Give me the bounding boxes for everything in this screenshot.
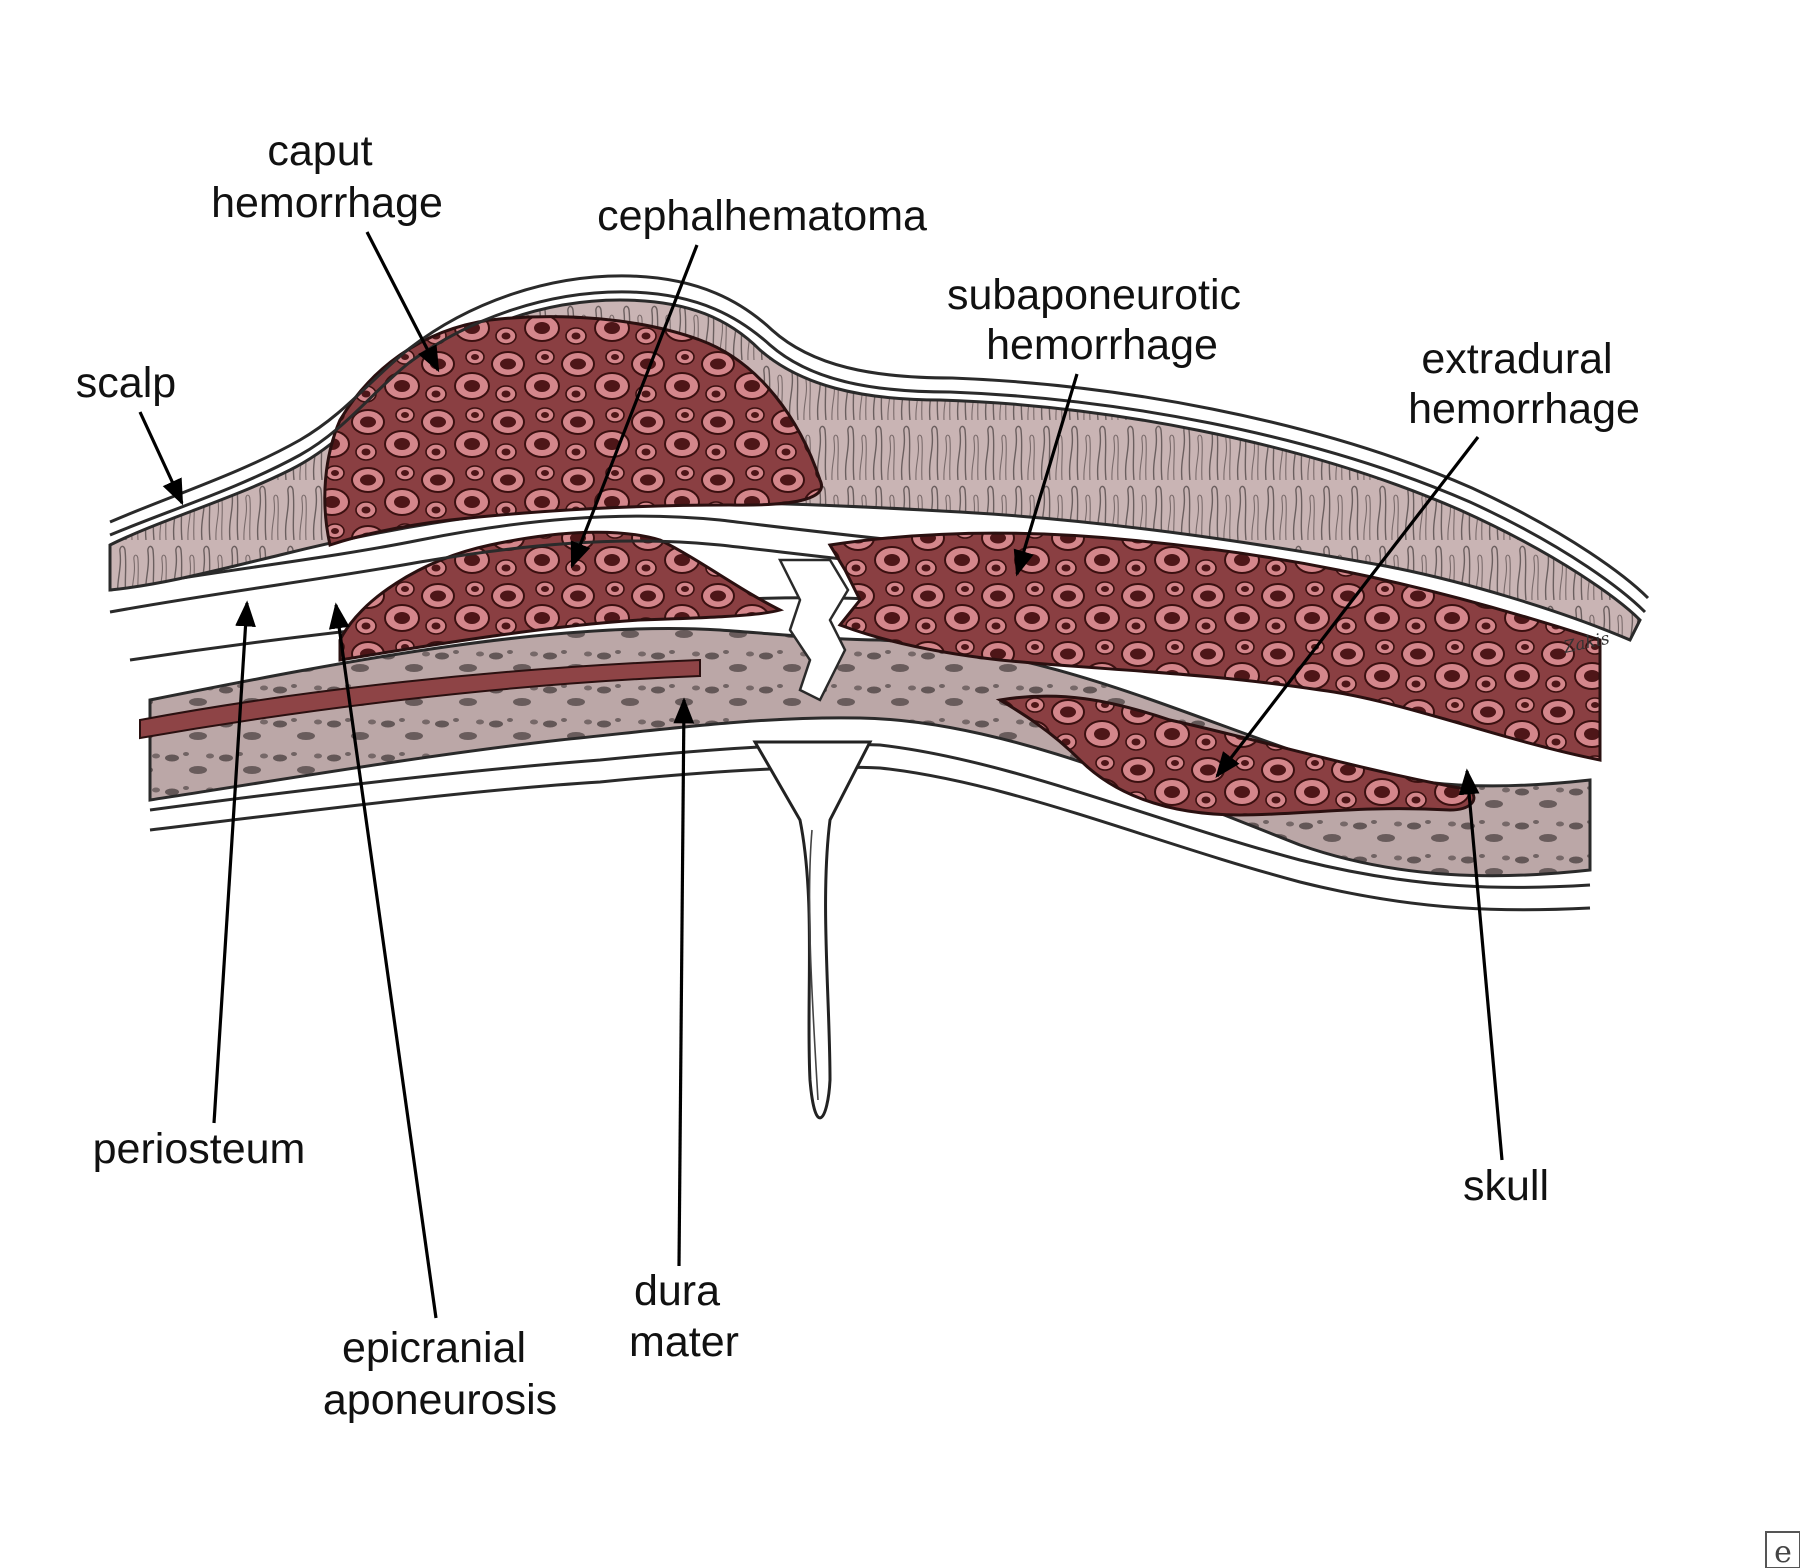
caput-hemorrhage-label-line2: hemorrhage — [211, 179, 443, 227]
skull-label: skull — [1463, 1162, 1549, 1210]
cephalhematoma-region — [338, 530, 785, 662]
subaponeurotic-hemorrhage-region — [827, 531, 1602, 762]
arrow-dura-mater — [673, 697, 695, 1267]
arrow-epicranial-aponeurosis — [328, 602, 438, 1319]
arrow-scalp — [138, 411, 184, 506]
periosteum-label: periosteum — [93, 1125, 306, 1173]
falx-cerebri — [752, 740, 873, 1120]
label-subaponeurotic-hemorrhage: subaponeurotic hemorrhage — [947, 271, 1241, 369]
dura-mater-label-line2: mater — [629, 1318, 739, 1366]
arrow-subaponeurotic-hemorrhage — [1013, 373, 1079, 577]
dura-mater-label-line1: dura — [634, 1267, 720, 1315]
arrow-extradural-hemorrhage — [1215, 436, 1480, 779]
scalp-label: scalp — [76, 359, 176, 407]
leader-arrows — [138, 231, 1504, 1319]
svg-text:e: e — [1774, 1535, 1792, 1568]
brain-outline — [165, 748, 1593, 1568]
arrow-cephalhematoma — [570, 244, 699, 569]
label-extradural-hemorrhage: extradural hemorrhage — [1408, 335, 1640, 433]
extradural-hemorrhage-label-line1: extradural — [1421, 335, 1612, 383]
e-logo-icon: e — [1765, 1531, 1800, 1568]
arrow-caput-hemorrhage — [365, 231, 440, 373]
label-dura-mater: dura mater — [629, 1267, 739, 1366]
epicranial-aponeurosis-label-line1: epicranial — [342, 1324, 526, 1372]
subaponeurotic-hemorrhage-label-line2: hemorrhage — [986, 321, 1218, 369]
caput-hemorrhage-label-line1: caput — [267, 127, 372, 175]
label-epicranial-aponeurosis: epicranial aponeurosis — [323, 1324, 557, 1424]
caput-hemorrhage-region — [323, 315, 823, 547]
subaponeurotic-hemorrhage-label-line1: subaponeurotic — [947, 271, 1241, 319]
arrow-skull — [1458, 768, 1504, 1161]
label-caput-hemorrhage: caput hemorrhage — [211, 127, 443, 227]
epicranial-aponeurosis-label-line2: aponeurosis — [323, 1376, 557, 1424]
arrow-periosteum — [212, 600, 256, 1124]
extradural-hemorrhage-label-line2: hemorrhage — [1408, 385, 1640, 433]
cephalhematoma-label: cephalhematoma — [597, 192, 927, 240]
skull-fracture — [777, 558, 850, 702]
